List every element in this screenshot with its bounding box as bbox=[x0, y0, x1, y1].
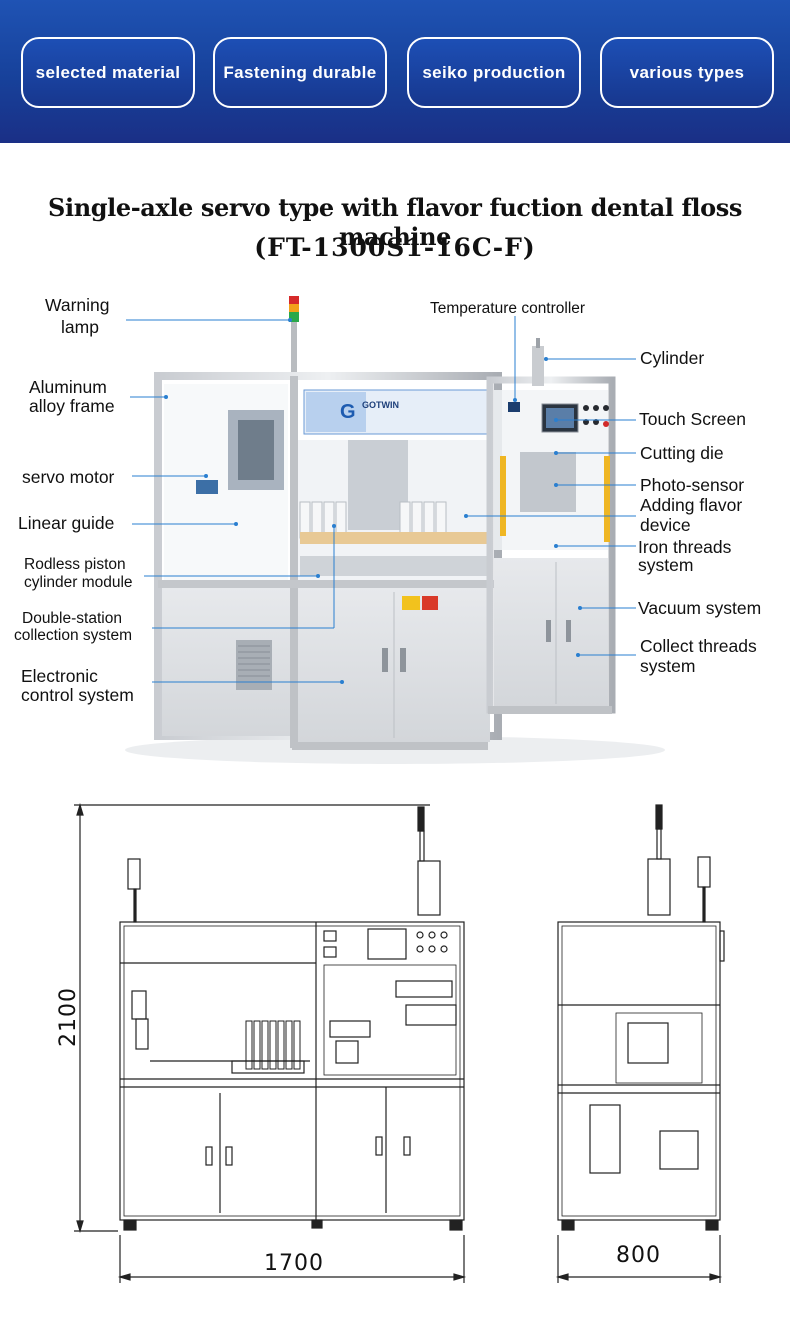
label-warning-lamp: Warning bbox=[45, 295, 110, 315]
label-electronic-control-2: control system bbox=[21, 685, 134, 705]
label-iron-threads: Iron threads bbox=[638, 537, 732, 557]
label-aluminum-frame-2: alloy frame bbox=[29, 396, 115, 416]
label-vacuum-system: Vacuum system bbox=[638, 598, 762, 618]
product-model: (FT-1300S1-16C-F) bbox=[254, 233, 536, 262]
drawing-illustration bbox=[74, 802, 725, 1283]
feature-pill-production: seiko production bbox=[407, 37, 581, 108]
label-adding-flavor-2: device bbox=[640, 515, 691, 535]
height-dimension: 2100 bbox=[56, 987, 81, 1047]
label-double-station: Double-station bbox=[22, 610, 122, 627]
machine-illustration: G GOTWIN bbox=[125, 296, 665, 764]
technical-drawing: 2100 1700 800 bbox=[0, 795, 790, 1335]
width-dimension: 1700 bbox=[264, 1251, 324, 1276]
product-title: Single-axle servo type with flavor fucti… bbox=[48, 193, 742, 251]
label-adding-flavor: Adding flavor bbox=[640, 495, 743, 515]
label-collect-threads-2: system bbox=[640, 656, 696, 676]
brand-text: GOTWIN bbox=[362, 400, 399, 410]
label-touch-screen: Touch Screen bbox=[639, 409, 747, 429]
label-temperature-controller: Temperature controller bbox=[430, 300, 586, 317]
label-aluminum-frame: Aluminum bbox=[29, 377, 107, 397]
label-cylinder: Cylinder bbox=[640, 348, 705, 368]
lamp-red bbox=[289, 296, 299, 304]
feature-pill-durable: Fastening durable bbox=[213, 37, 387, 108]
label-warning-lamp-2: lamp bbox=[61, 317, 99, 337]
label-electronic-control: Electronic bbox=[21, 666, 98, 686]
label-rodless-2: cylinder module bbox=[24, 574, 133, 591]
label-double-station-2: collection system bbox=[14, 627, 133, 644]
feature-banner: selected material Fastening durable seik… bbox=[0, 0, 790, 143]
feature-pill-types: various types bbox=[600, 37, 774, 108]
label-rodless: Rodless piston bbox=[24, 556, 126, 573]
label-servo-motor: servo motor bbox=[22, 467, 115, 487]
label-iron-threads-2: system bbox=[638, 555, 694, 575]
label-cutting-die: Cutting die bbox=[640, 443, 724, 463]
depth-dimension: 800 bbox=[616, 1243, 661, 1268]
label-collect-threads: Collect threads bbox=[640, 636, 757, 656]
label-photo-sensor: Photo-sensor bbox=[640, 475, 745, 495]
feature-pill-material: selected material bbox=[21, 37, 195, 108]
machine-photo: G GOTWIN bbox=[0, 280, 790, 780]
svg-text:G: G bbox=[340, 401, 356, 423]
label-linear-guide: Linear guide bbox=[18, 513, 115, 533]
